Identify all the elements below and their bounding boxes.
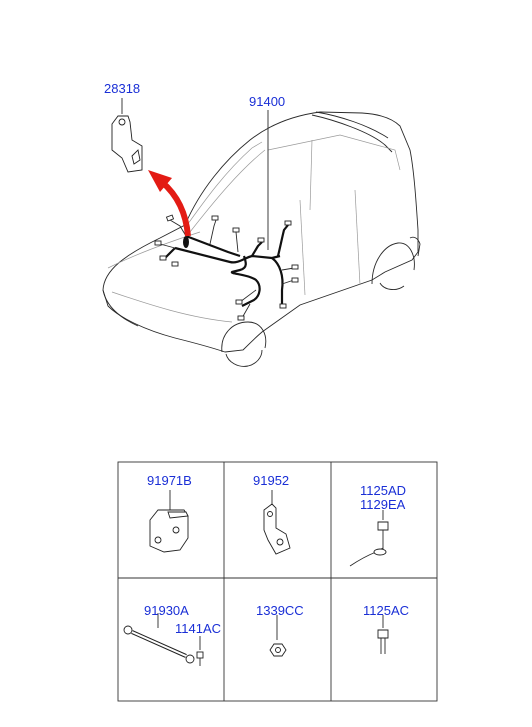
part-91971b-drawing — [149, 490, 189, 553]
part-1339cc-drawing — [269, 615, 287, 657]
part-91952-drawing — [263, 490, 291, 555]
part-label-1125ac[interactable]: 1125AC — [363, 603, 410, 618]
wiring-harness — [154, 214, 299, 321]
part-91930a-drawing — [123, 613, 204, 666]
part-label-1129ea[interactable]: 1129EA — [360, 497, 406, 512]
part-label-1141ac[interactable]: 1141AC — [175, 621, 222, 636]
part-1125ad-drawing — [349, 510, 389, 567]
callout-91400[interactable]: 91400 — [249, 94, 286, 109]
parts-table-grid — [117, 461, 438, 702]
part-label-1339cc[interactable]: 1339CC — [256, 603, 304, 618]
red-arrow — [148, 170, 191, 237]
callout-28318[interactable]: 28318 — [104, 81, 141, 96]
part-label-91930a[interactable]: 91930A — [144, 603, 189, 618]
part-1125ac-drawing — [377, 615, 389, 654]
part-label-1125ad[interactable]: 1125AD — [360, 483, 407, 498]
bracket-28318 — [111, 98, 143, 173]
part-label-91971b[interactable]: 91971B — [147, 473, 192, 488]
car-body — [102, 111, 421, 367]
part-label-91952[interactable]: 91952 — [253, 473, 290, 488]
